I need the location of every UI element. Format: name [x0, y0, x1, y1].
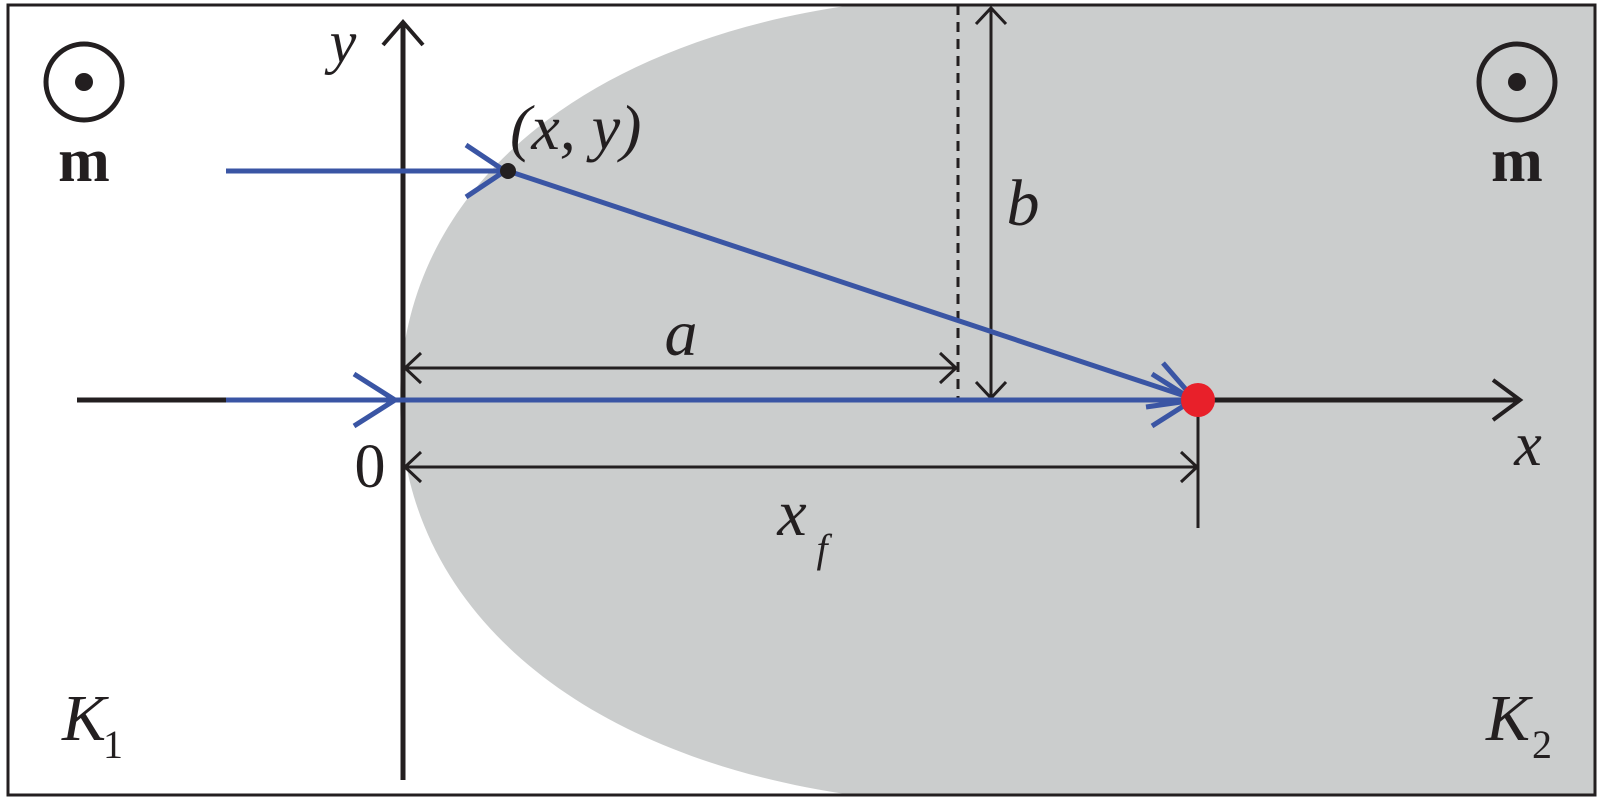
- region-k1-subscript: 1: [103, 722, 123, 767]
- dimension-xf-arrow-right: [1179, 450, 1200, 484]
- dimension-a-label: a: [665, 297, 698, 370]
- moment-label-right: m: [1491, 127, 1543, 195]
- dimension-b-arrow-top: [974, 5, 1008, 26]
- point-label: (x, y): [510, 92, 641, 163]
- figure-frame: [6, 3, 1597, 797]
- out-of-page-icon: [43, 41, 125, 123]
- dimension-xf-label: x: [776, 477, 806, 550]
- x-axis-label: x: [1513, 411, 1542, 479]
- origin-label: 0: [355, 433, 386, 501]
- axial-ray-arrowhead-entry: [352, 371, 400, 429]
- y-axis-label: y: [324, 9, 357, 75]
- dimension-b-label: b: [1007, 167, 1040, 240]
- region-k1-label: K: [61, 682, 109, 755]
- y-axis-arrowhead: [381, 18, 425, 47]
- dimension-a-arrow-left: [402, 351, 423, 385]
- surface-point: [500, 163, 516, 179]
- dimension-xf-arrow-left: [402, 450, 423, 484]
- dimension-a-arrow-right: [938, 351, 959, 385]
- out-of-page-icon: [1476, 41, 1558, 123]
- x-axis-arrowhead: [1491, 378, 1524, 422]
- region-k2-subscript: 2: [1532, 722, 1552, 767]
- upper-ray-refracted: [507, 168, 1198, 403]
- moment-label-left: m: [58, 127, 110, 195]
- region-k2-label: K: [1485, 682, 1533, 755]
- focus-point: [1181, 383, 1215, 417]
